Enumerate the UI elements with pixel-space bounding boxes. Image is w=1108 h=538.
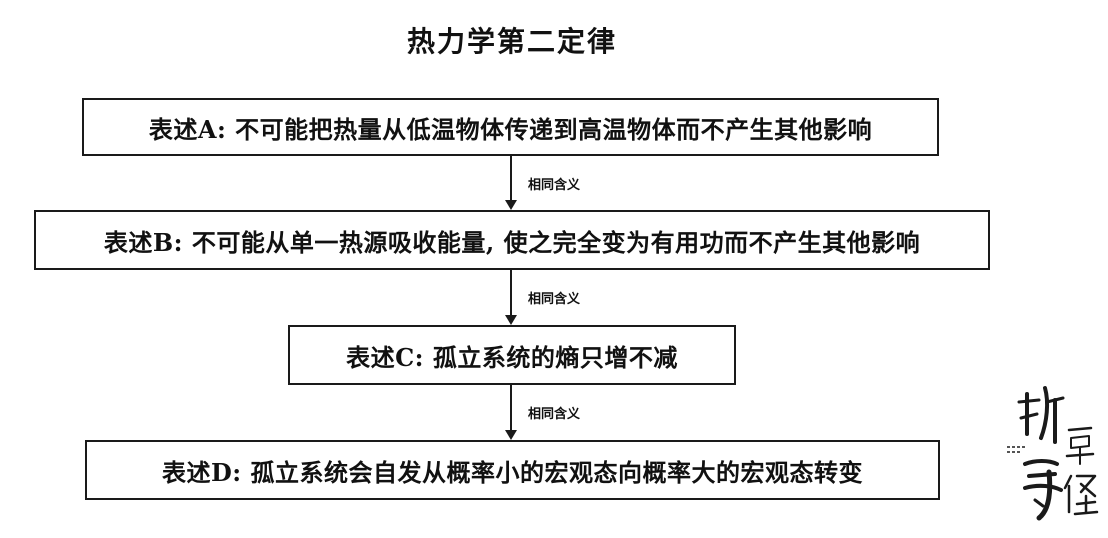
- connector-line: [510, 270, 512, 315]
- arrow-down-icon: [505, 200, 517, 210]
- connector-line: [510, 385, 512, 430]
- connector-label: 相同含义: [528, 178, 581, 193]
- connector-label: 相同含义: [528, 407, 581, 422]
- statement-d-label: 表述D: 孤立系统会自发从概率小的宏观态向概率大的宏观态转变: [161, 457, 864, 487]
- ink-brush-seal-icon: [1007, 386, 1099, 521]
- connector-line: [510, 156, 512, 200]
- statement-c-box: 表述C: 孤立系统的熵只增不减: [288, 325, 736, 385]
- connector-a-b: 相同含义: [501, 156, 580, 210]
- arrow-down-icon: [505, 315, 517, 325]
- connector-c-d: 相同含义: [501, 385, 580, 440]
- statement-c-label: 表述C: 孤立系统的熵只增不减: [346, 342, 678, 372]
- statement-a-label: 表述A: 不可能把热量从低温物体传递到高温物体而不产生其他影响: [148, 114, 873, 144]
- statement-d-box: 表述D: 孤立系统会自发从概率小的宏观态向概率大的宏观态转变: [85, 440, 940, 500]
- statement-b-label: 表述B: 不可能从单一热源吸收能量, 使之完全变为有用功而不产生其他影响: [103, 227, 921, 257]
- diagram-title: 热力学第二定律: [406, 25, 617, 58]
- connector-b-c: 相同含义: [501, 270, 580, 325]
- connector-label: 相同含义: [528, 292, 581, 307]
- statement-b-box: 表述B: 不可能从单一热源吸收能量, 使之完全变为有用功而不产生其他影响: [34, 210, 990, 270]
- arrow-down-icon: [505, 430, 517, 440]
- statement-a-box: 表述A: 不可能把热量从低温物体传递到高温物体而不产生其他影响: [82, 98, 939, 156]
